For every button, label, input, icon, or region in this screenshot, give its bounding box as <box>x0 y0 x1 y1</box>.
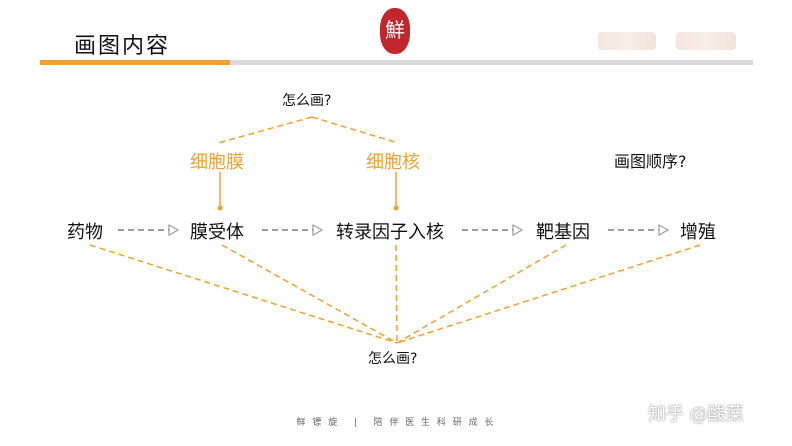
bottom-question-link <box>396 244 567 344</box>
footer: 鲜 镖 旋 | 陪 伴 医 生 科 研 成 长 <box>0 415 792 428</box>
bottom-question-link <box>395 244 398 344</box>
node-target-gene: 靶基因 <box>536 222 590 243</box>
zhihu-watermark: 知乎 @酸菜 <box>648 404 744 425</box>
bottom-question-link <box>89 244 398 344</box>
top-question: 怎么画? <box>282 93 332 109</box>
blurred-region <box>598 32 656 50</box>
node-proliferation: 增殖 <box>680 222 716 243</box>
footer-slogan: 陪 伴 医 生 科 研 成 长 <box>373 418 496 428</box>
bottom-question: 怎么画? <box>368 351 418 367</box>
header-accent-bar <box>40 60 230 65</box>
seal-glyph: 鮮 <box>385 18 405 42</box>
nucleus-connector-dot <box>393 205 399 211</box>
node-membrane-receptor: 膜受体 <box>190 222 244 243</box>
order-question: 画图顺序? <box>614 152 687 171</box>
bottom-question-link <box>396 244 701 344</box>
header-divider <box>40 60 753 65</box>
bottom-question-link <box>221 244 398 344</box>
footer-separator: | <box>353 418 359 428</box>
node-drug: 药物 <box>67 222 103 243</box>
node-transcription-factor: 转录因子入核 <box>336 222 444 243</box>
seal-logo: 鮮 <box>380 8 410 54</box>
page-title: 画图内容 <box>74 34 171 59</box>
membrane-label: 细胞膜 <box>190 152 244 173</box>
top-question-link-right <box>311 116 399 144</box>
blurred-region <box>676 32 736 50</box>
membrane-connector-dot <box>217 205 223 211</box>
nucleus-label: 细胞核 <box>366 152 420 173</box>
top-question-link-left <box>217 116 313 144</box>
footer-brand: 鲜 镖 旋 <box>296 418 340 428</box>
